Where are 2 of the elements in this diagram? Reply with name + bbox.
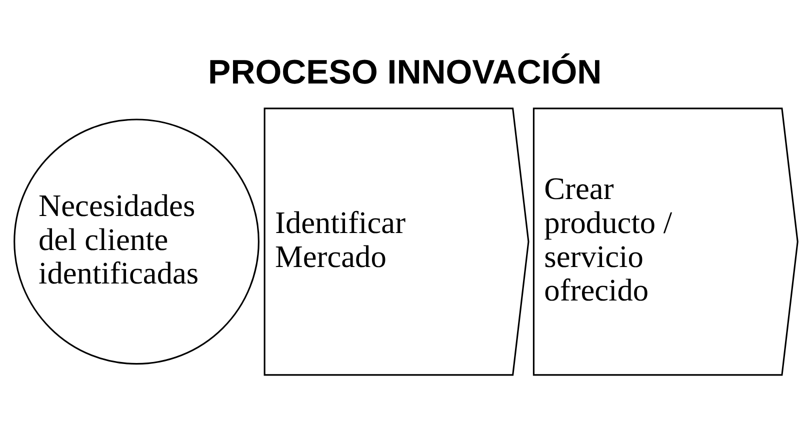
diagram-title: PROCESO INNOVACIÓN: [208, 53, 602, 92]
node-circle: Necesidades del cliente identificadas: [14, 118, 260, 365]
